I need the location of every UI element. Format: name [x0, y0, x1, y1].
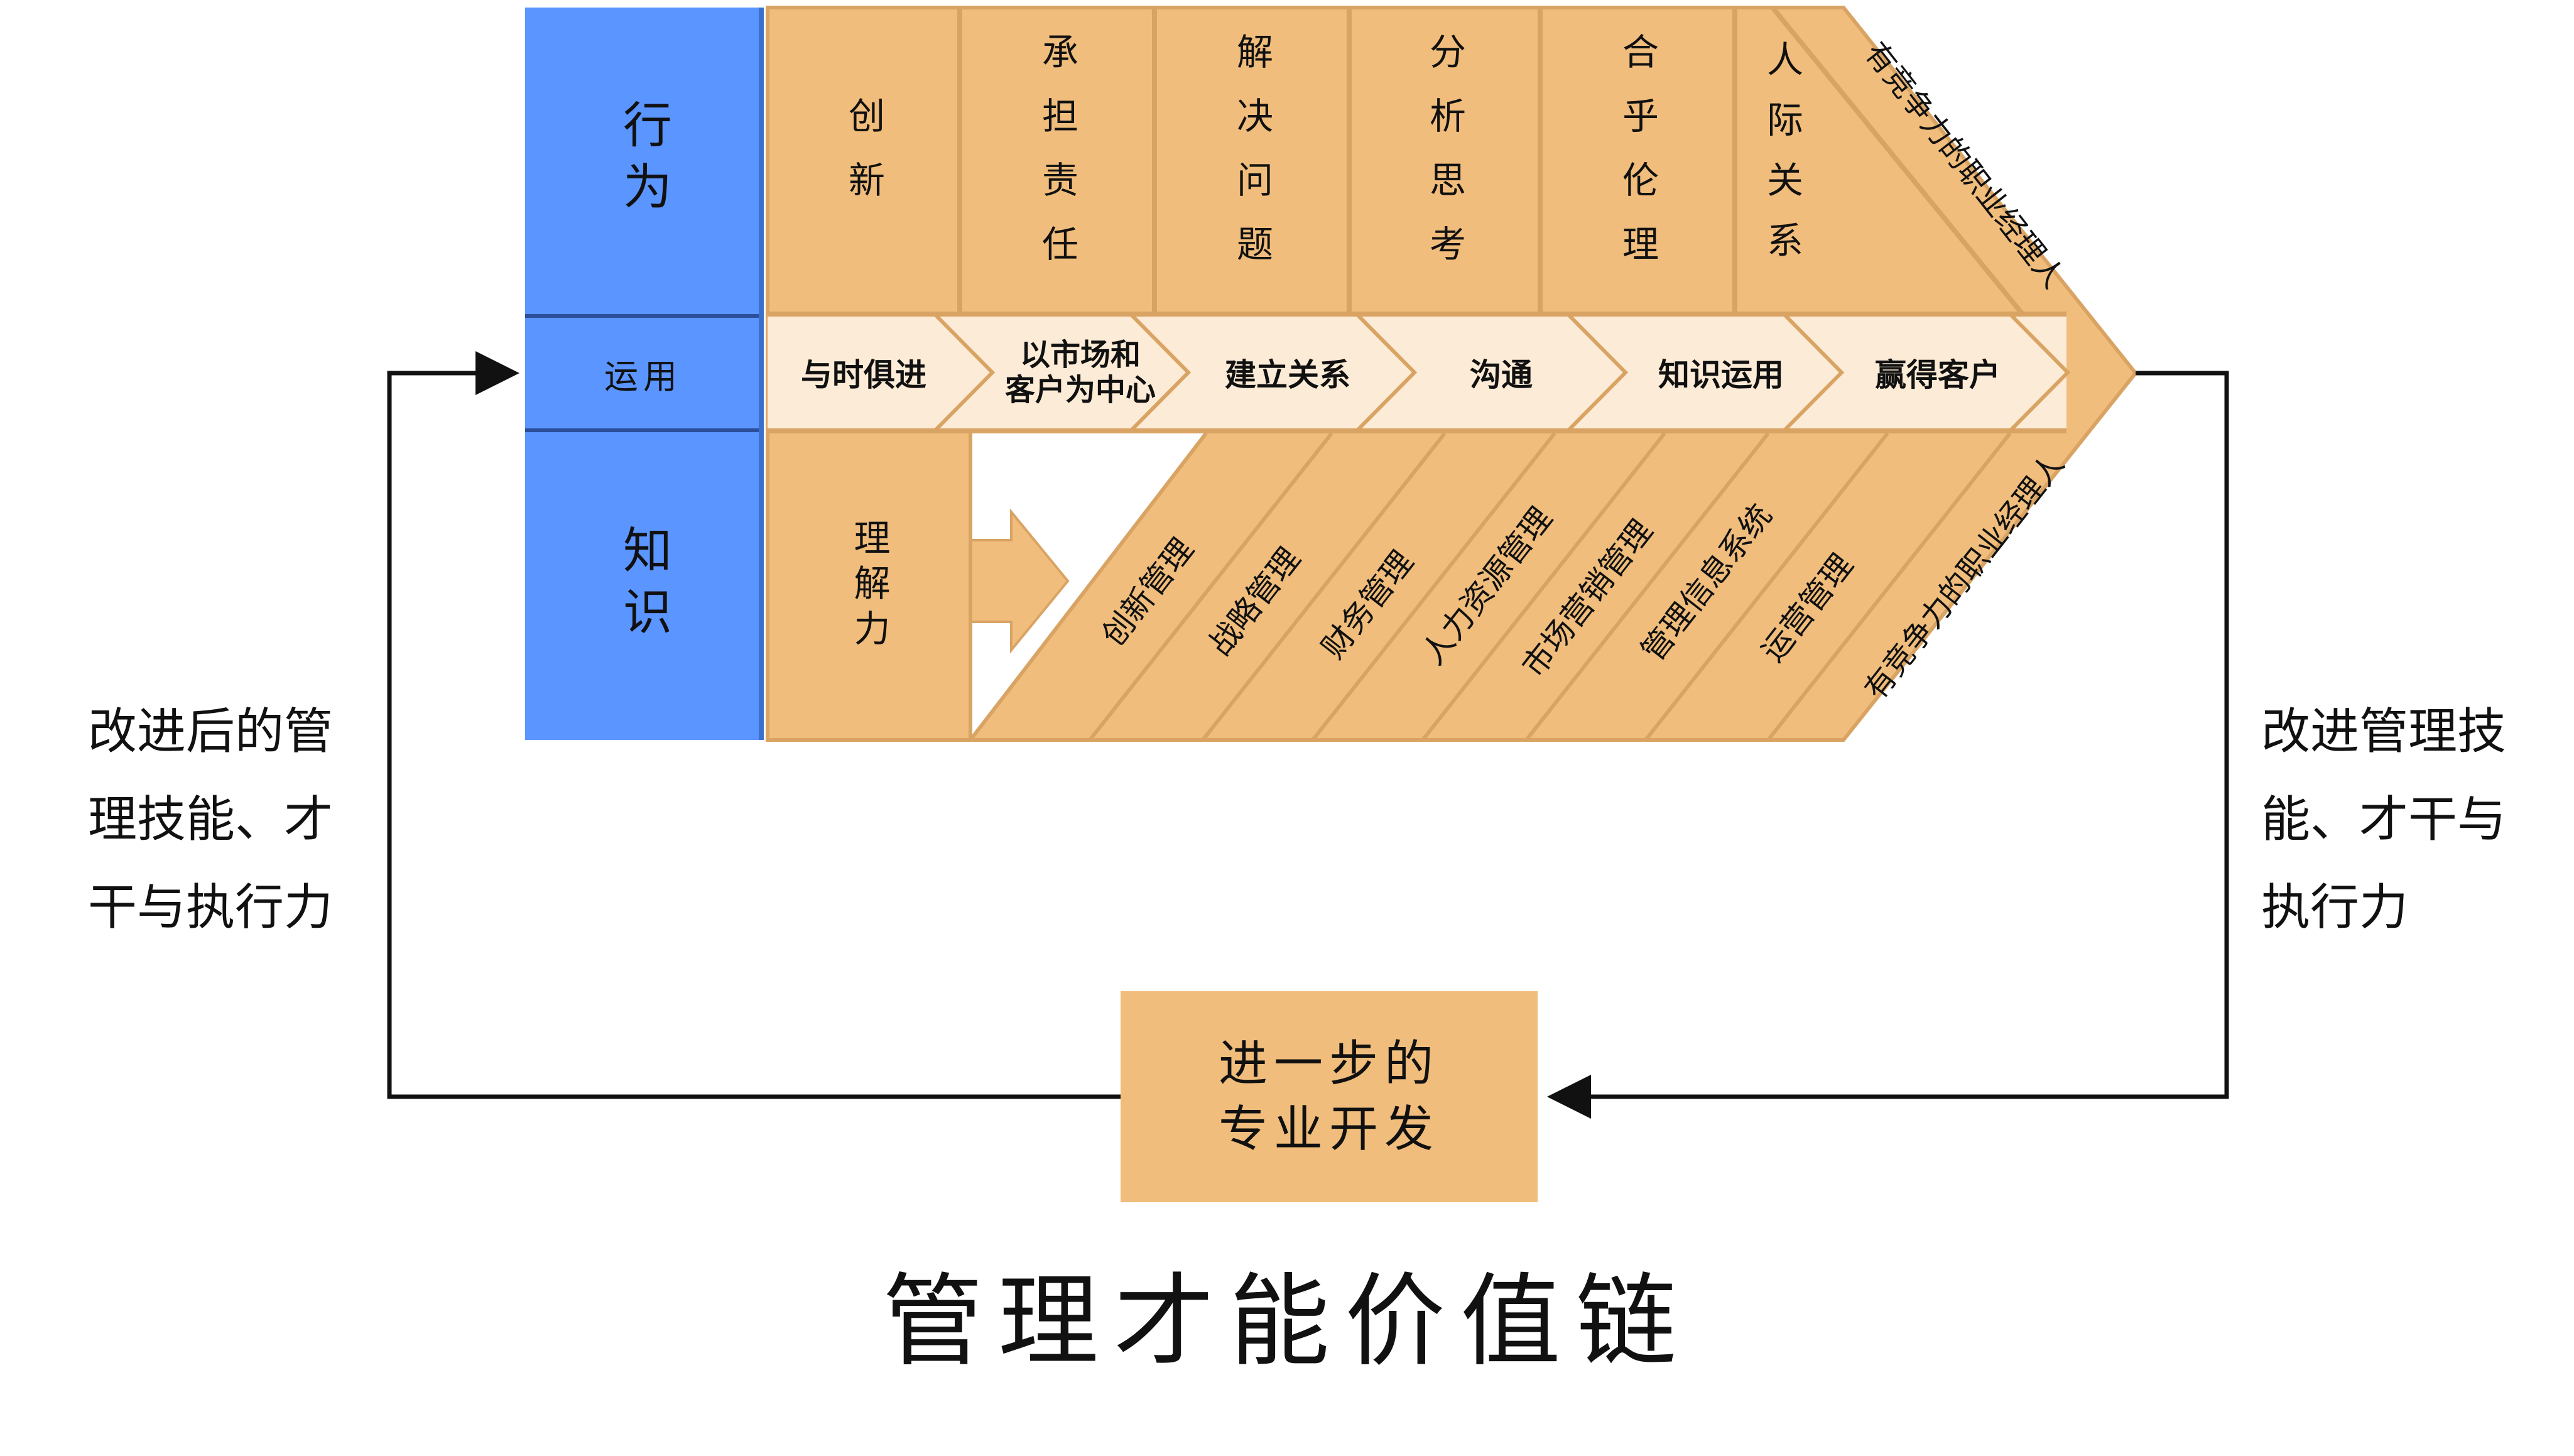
- application-item-relationships: 建立关系: [1225, 357, 1350, 393]
- feedback-loop: [387, 351, 2229, 1119]
- application-item-communication: 沟通: [1470, 357, 1533, 393]
- behavior-dividers: [957, 6, 2025, 316]
- application-item-knowledge-use: 知识运用: [1658, 357, 1784, 393]
- left-feedback-note: 改进后的管 理技能、才 干与执行力: [88, 688, 364, 952]
- left-note-line-1: 改进后的管: [88, 704, 334, 760]
- knowledge-category-label: 知识: [615, 524, 671, 648]
- diagram-title: 管理才能价值链: [882, 1263, 1692, 1380]
- behavior-category-label: 行为: [615, 99, 671, 222]
- knowledge-category-block: [525, 432, 761, 740]
- knowledge-understanding: 理解力: [847, 519, 891, 655]
- development-line-1: 进一步的: [1218, 1036, 1440, 1092]
- application-category-label: 运用: [604, 356, 682, 396]
- behavior-item-ethics: 合乎伦理: [1616, 33, 1659, 289]
- application-category-block: [525, 318, 761, 428]
- right-note-line-1: 改进管理技: [2261, 704, 2507, 760]
- behavior-item-relationships: 人际关系: [1761, 40, 1803, 281]
- left-note-line-3: 干与执行力: [88, 879, 334, 936]
- application-item-market-customer-line2: 客户为中心: [1004, 372, 1156, 408]
- left-note-line-2: 理技能、才: [88, 791, 334, 848]
- right-note-line-3: 执行力: [2261, 879, 2409, 936]
- behavior-item-responsibility: 承担责任: [1036, 33, 1078, 289]
- right-note-line-2: 能、才干与: [2261, 791, 2507, 848]
- behavior-item-innovation: 创新: [842, 97, 885, 225]
- behavior-category-block: [525, 8, 761, 314]
- development-line-2: 专业开发: [1218, 1101, 1440, 1158]
- professional-development-box: 进一步的 专业开发: [1121, 991, 1538, 1202]
- application-separators: [933, 312, 2071, 433]
- behavior-item-analytical-thinking: 分析思考: [1423, 33, 1466, 289]
- application-item-market-customer-line1: 以市场和: [1019, 337, 1141, 372]
- understanding-arrow: [969, 508, 1070, 654]
- application-item-market-customer: 以市场和 客户为中心: [989, 320, 1171, 425]
- right-feedback-note: 改进管理技 能、才干与 执行力: [2261, 688, 2538, 952]
- application-item-win-customers: 赢得客户: [1875, 357, 2001, 393]
- knowledge-dividers: [1088, 432, 2012, 741]
- application-item-keep-pace: 与时俱进: [801, 357, 926, 393]
- behavior-item-problem-solving: 解决问题: [1230, 33, 1273, 289]
